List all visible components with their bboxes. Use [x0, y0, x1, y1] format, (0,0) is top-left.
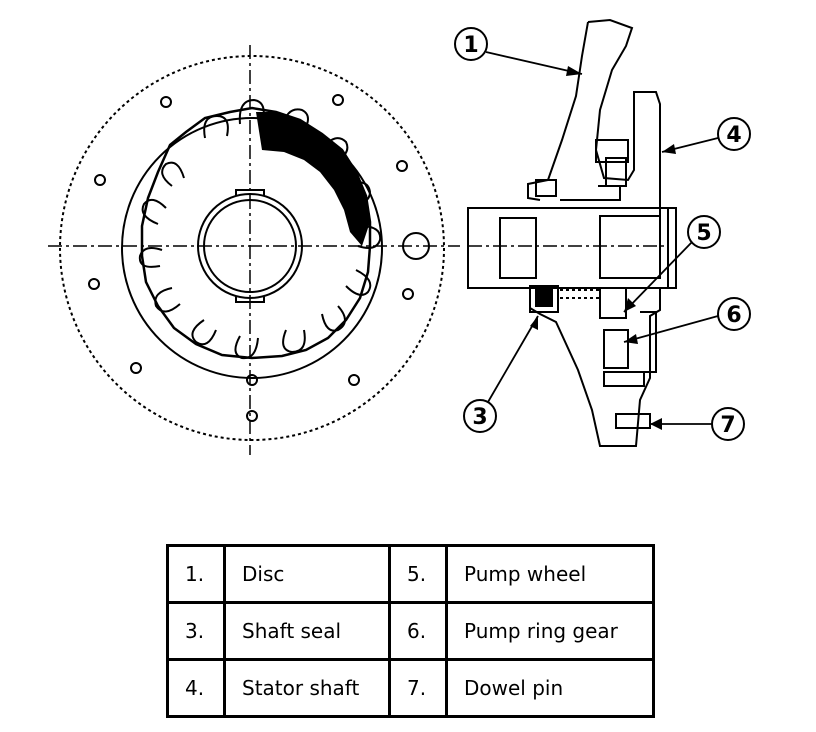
pump-wheel-bore: [197, 193, 303, 299]
legend-part-name: Shaft seal: [223, 601, 391, 661]
callout-1-circle: [454, 27, 488, 61]
legend-part-name: Stator shaft: [223, 658, 391, 718]
legend-part-name: Dowel pin: [445, 658, 655, 718]
legend-part-name: Pump ring gear: [445, 601, 655, 661]
side-view-section: [467, 18, 677, 447]
pump-wheel-inner: [203, 199, 297, 293]
callout-6-circle: [717, 297, 751, 331]
arrow-heads: [530, 66, 676, 430]
legend-number: 4.: [166, 658, 226, 718]
pump-housing-circle: [121, 117, 383, 379]
callout-5-label: 5: [696, 221, 711, 246]
legend-number: 1.: [166, 544, 226, 604]
leader-lines: [485, 51, 719, 425]
pump-diagram: 1 3 4 5 6 7: [48, 18, 751, 455]
callout-6-label: 6: [726, 303, 741, 328]
legend-number: 6.: [388, 601, 448, 661]
callout-3-circle: [463, 399, 497, 433]
callout-4-label: 4: [726, 123, 741, 148]
legend-row: 1. Disc 5. Pump wheel: [166, 544, 655, 604]
callout-3-label: 3: [472, 405, 487, 430]
gear-teeth: [138, 98, 382, 360]
callout-7-label: 7: [720, 413, 735, 438]
legend-number: 7.: [388, 658, 448, 718]
legend-part-name: Pump wheel: [445, 544, 655, 604]
pump-ring-gear: [140, 106, 372, 360]
legend-number: 3.: [166, 601, 226, 661]
legend-number: 5.: [388, 544, 448, 604]
legend-table: 1. Disc 5. Pump wheel 3. Shaft seal 6. P…: [166, 544, 655, 718]
legend-row: 3. Shaft seal 6. Pump ring gear: [166, 601, 655, 661]
locating-pin: [402, 232, 430, 260]
bolt-holes: [88, 94, 414, 422]
legend-row: 4. Stator shaft 7. Dowel pin: [166, 658, 655, 718]
callout-5-circle: [687, 215, 721, 249]
pump-wheel-splines: [235, 189, 265, 303]
legend-part-name: Disc: [223, 544, 391, 604]
disc-outer-circle: [59, 55, 445, 441]
callout-4-circle: [717, 117, 751, 151]
callout-1-label: 1: [463, 33, 478, 58]
ring-gear-shaded: [256, 112, 370, 246]
